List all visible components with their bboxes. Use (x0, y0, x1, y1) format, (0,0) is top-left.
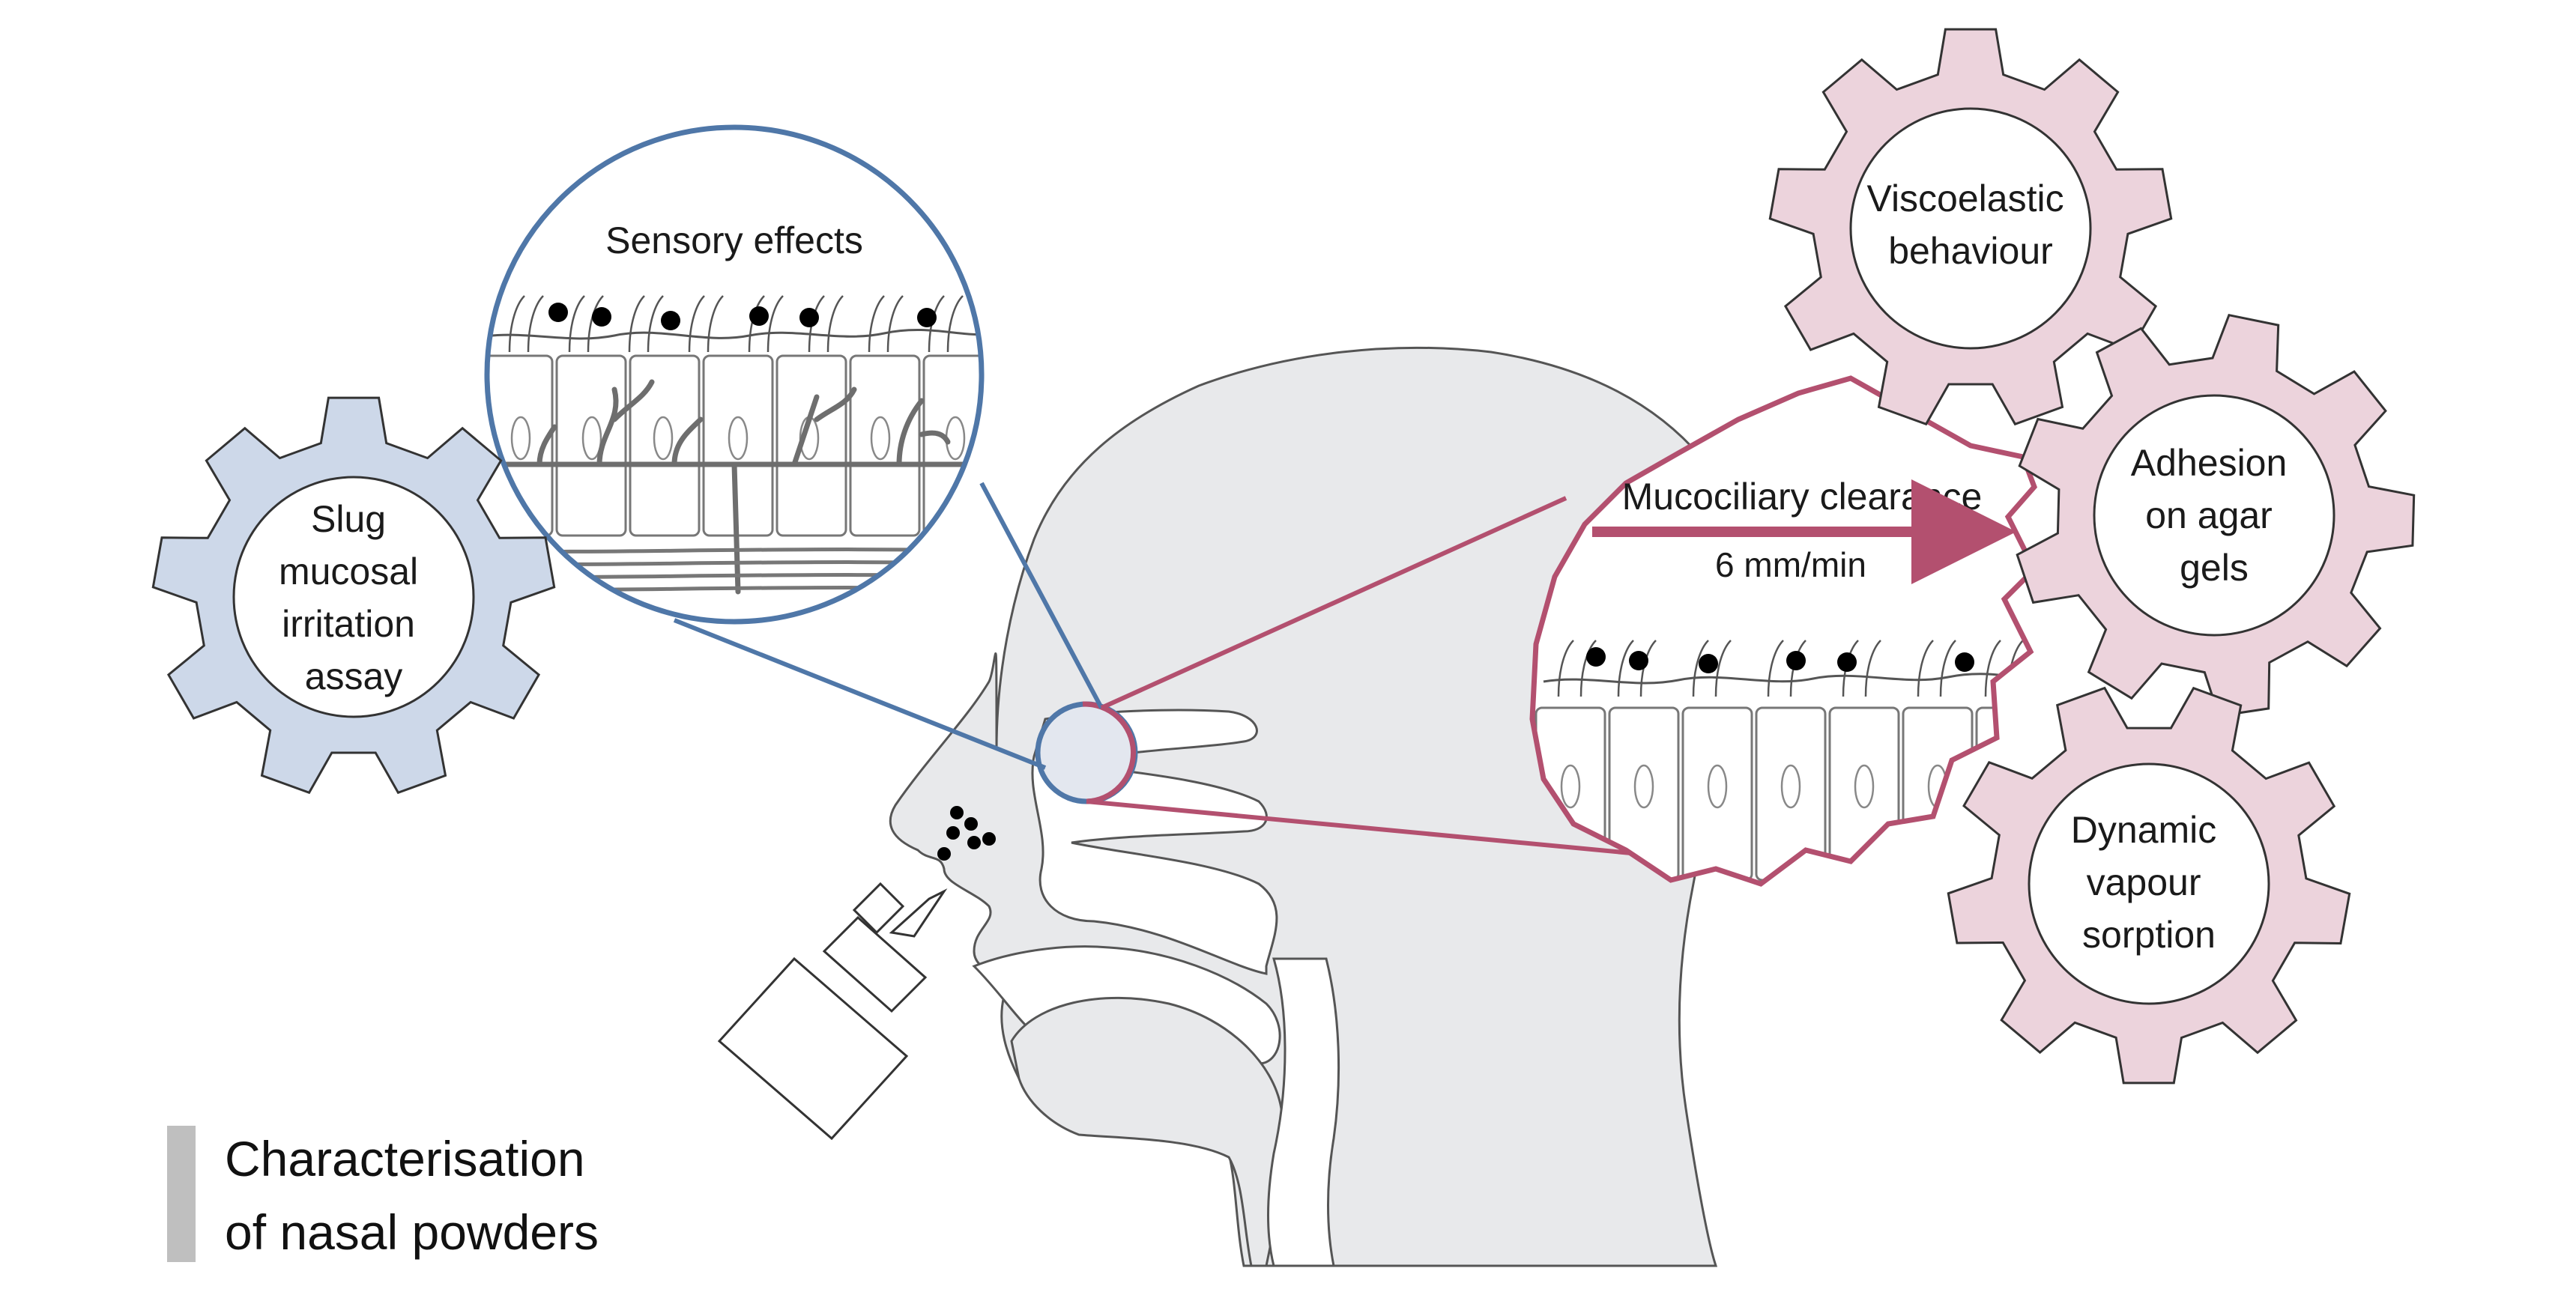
gear-adhesion-line-3: gels (2180, 547, 2249, 589)
gear-viscoelastic-line-2: behaviour (1888, 230, 2053, 272)
title-line-2: of nasal powders (225, 1204, 599, 1260)
gear-sorption-line-1: Dynamic (2071, 809, 2216, 851)
sensory-lens: Sensory effects (484, 124, 985, 625)
gear-adhesion-hub (2093, 394, 2335, 637)
sensory-epithelium (487, 295, 982, 595)
clearance-rate: 6 mm/min (1715, 545, 1866, 584)
title-accent-bar (167, 1126, 196, 1262)
svg-text:Viscoelastic behaviour: Viscoelastic behaviour (1867, 178, 2075, 272)
svg-text:Dynamic vapour sor: Dynamic vapour sorption (2071, 809, 2227, 956)
gear-adhesion-line-2: on agar (2145, 494, 2273, 536)
nasal-spray-device (717, 882, 948, 1141)
gear-viscoelastic: Viscoelastic behaviour (1768, 28, 2173, 426)
gear-slug-line-3: irritation (282, 603, 415, 645)
gear-sorption: Dynamic vapour sorption (1947, 686, 2351, 1085)
gear-sorption-line-3: sorption (2082, 914, 2216, 956)
clearance-label: Mucociliary clearance (1622, 476, 1983, 518)
powder-particles (937, 806, 996, 861)
head-silhouette (717, 346, 1749, 1267)
gear-sorption-line-2: vapour (2087, 861, 2201, 903)
gear-adhesion-line-1: Adhesion (2131, 442, 2288, 484)
sensory-label: Sensory effects (605, 219, 863, 261)
gear-slug: Slug mucosal irritation assay (151, 396, 556, 795)
svg-text:Slug mucosal irrit: Slug mucosal irritation assay (279, 498, 429, 697)
svg-text:Adhesion on agar g: Adhesion on agar gels (2131, 442, 2297, 589)
gear-viscoelastic-hub (1849, 107, 2092, 350)
pink-connectors (1086, 496, 1679, 860)
gear-slug-line-2: mucosal (279, 551, 418, 592)
gear-sorption-hub (2028, 762, 2270, 1005)
gear-slug-line-1: Slug (311, 498, 386, 540)
gear-adhesion: Adhesion on agar gels (2016, 313, 2416, 718)
pharynx (1267, 957, 1340, 1267)
title-line-1: Characterisation (225, 1131, 585, 1186)
blue-connectors (673, 482, 1104, 770)
gear-slug-line-4: assay (305, 655, 403, 697)
figure-title: Characterisation of nasal powders (167, 1126, 599, 1262)
gear-slug-hub (232, 476, 475, 718)
gear-viscoelastic-line-1: Viscoelastic (1867, 178, 2064, 219)
